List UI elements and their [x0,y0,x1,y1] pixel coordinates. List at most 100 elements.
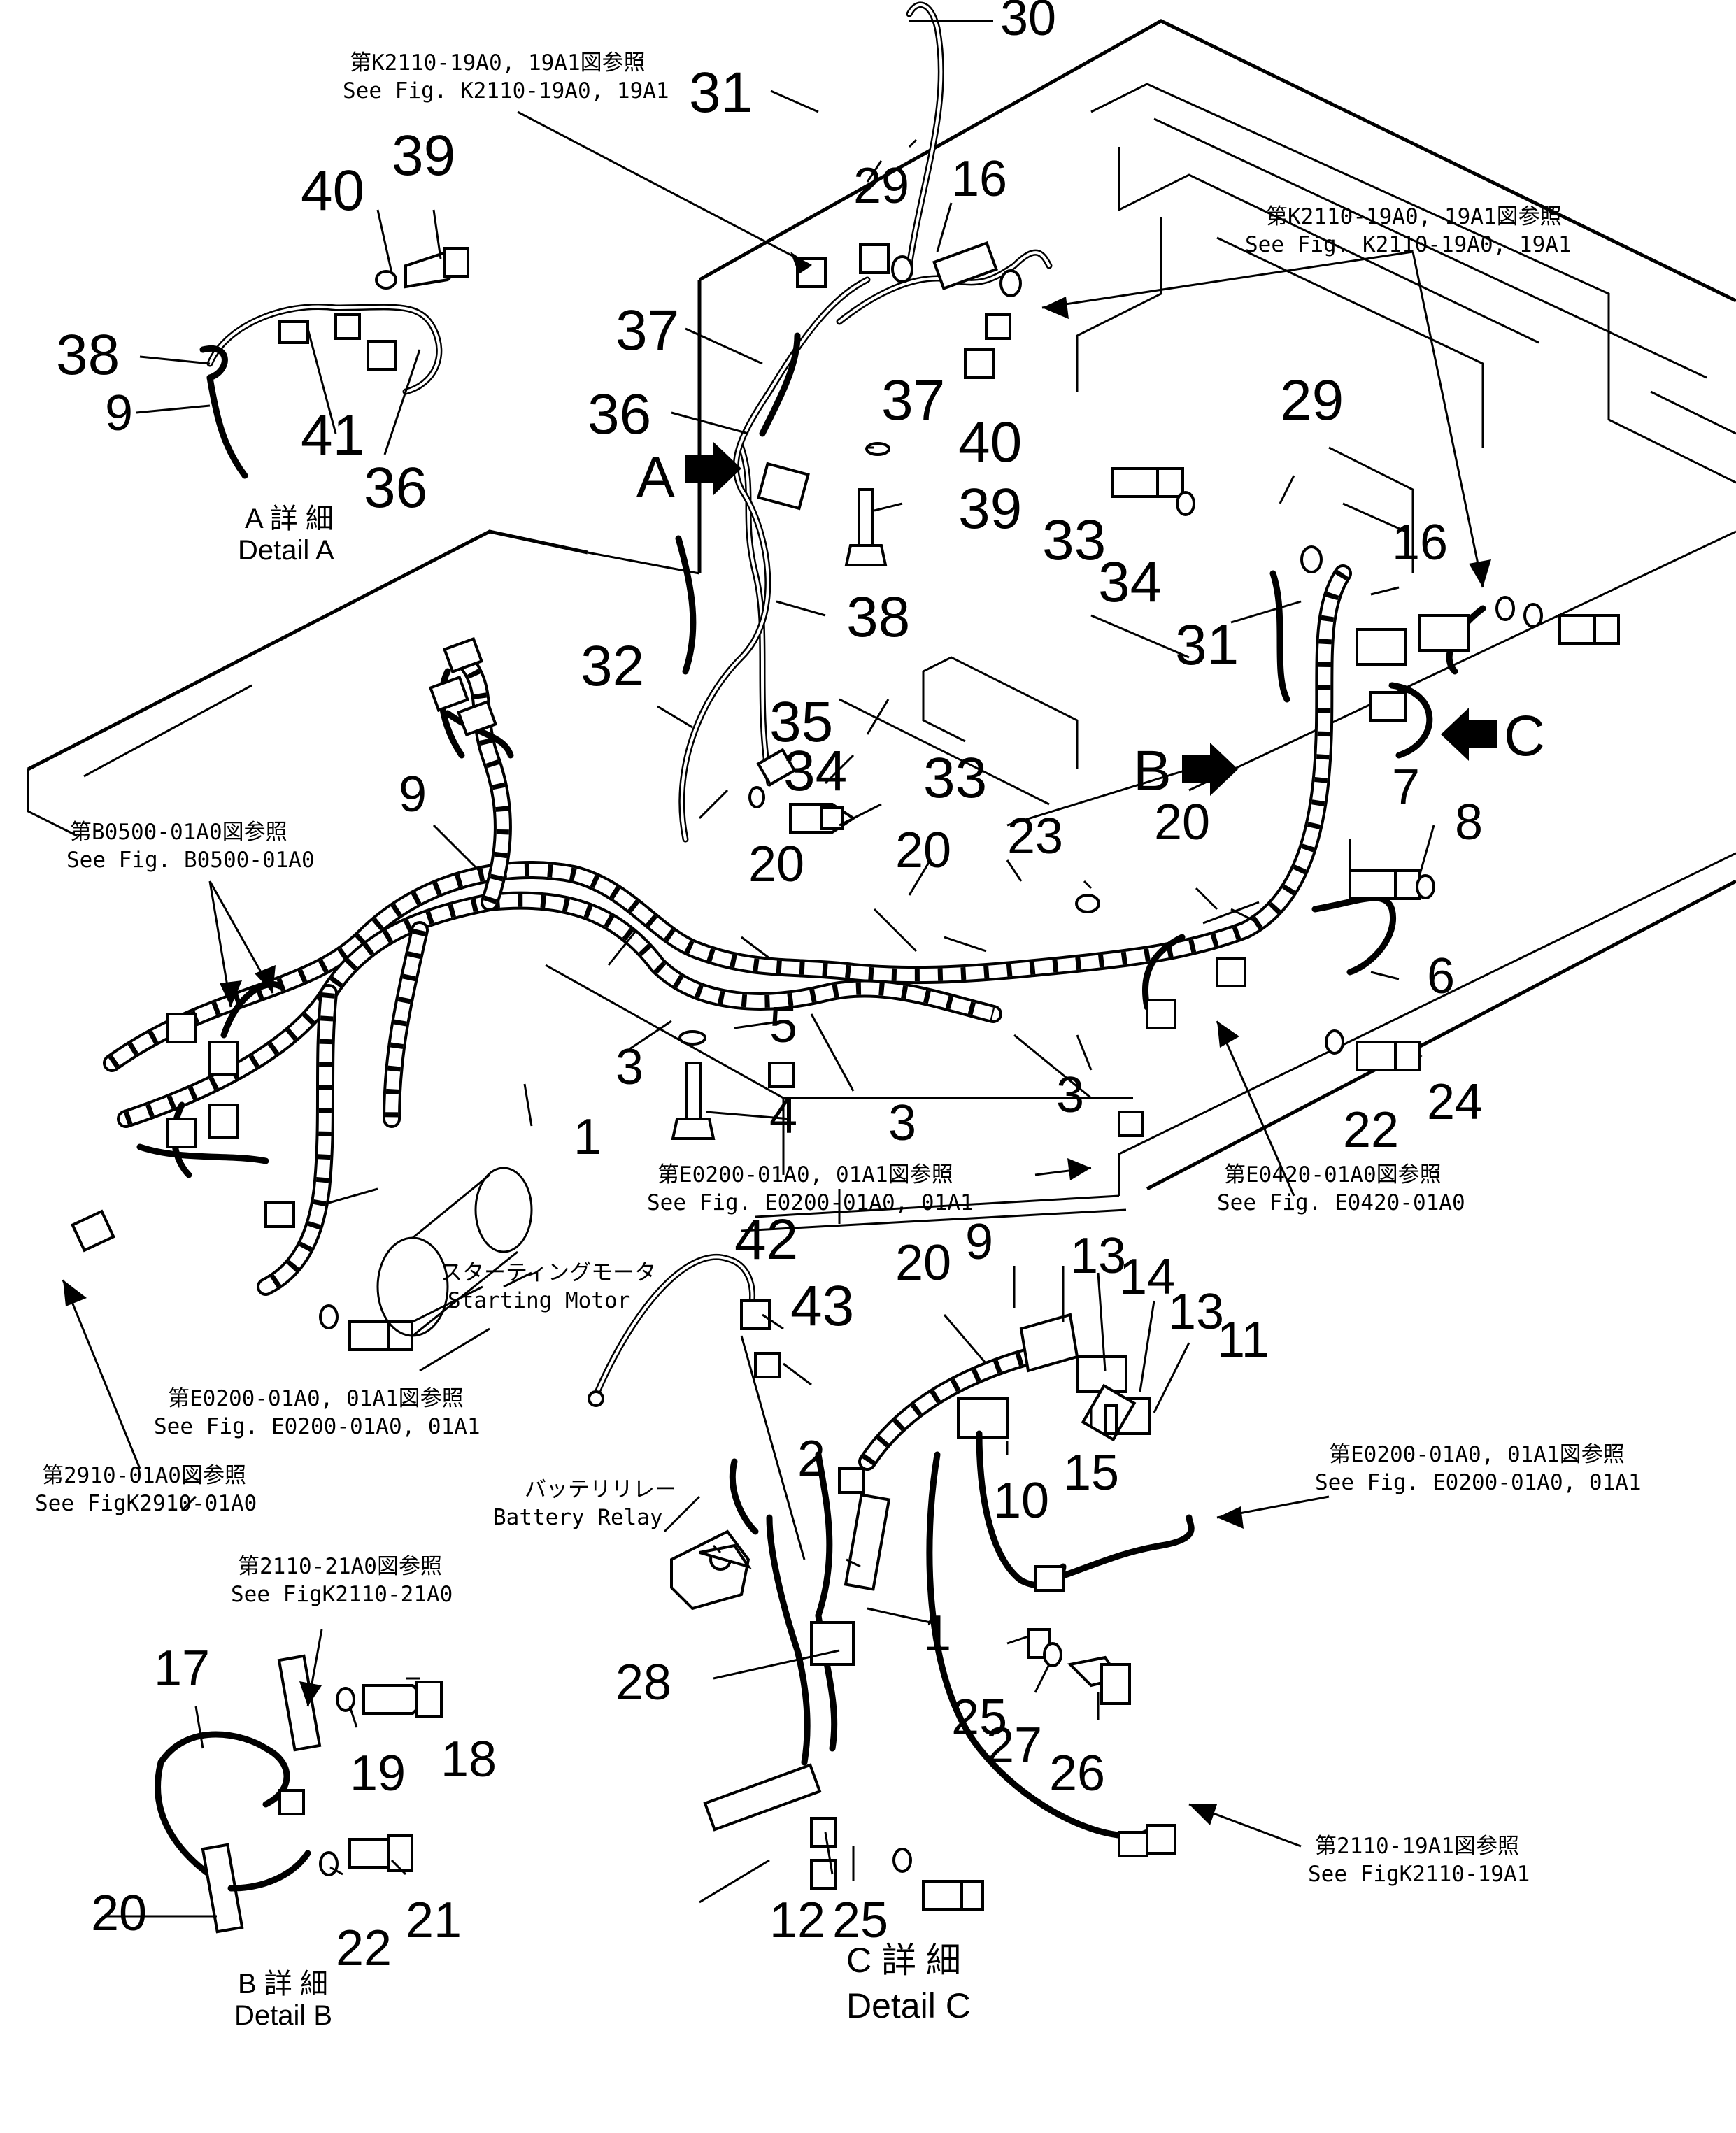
callout-20: 20 [1154,794,1210,850]
bolt-mid-right-icon [1558,614,1620,645]
callout-2: 2 [797,1431,825,1487]
bolt-4-icon [671,1062,716,1140]
callout-36: 36 [364,456,427,520]
main-harness [103,564,1352,1296]
callout-37: 37 [616,299,679,362]
callout-20: 20 [895,1235,951,1291]
reference-captions: 第K2110-19A0, 19A1図参照 See Fig. K2110-19A0… [35,50,1642,1887]
starting-motor-icon [376,1167,533,1337]
washer-34-icon [1176,491,1195,516]
callout-41: 41 [301,404,364,467]
callout-15: 15 [1063,1445,1119,1501]
ref-k2910-en: See FigK2910-01A0 [35,1491,257,1516]
callout-31: 31 [1175,613,1239,677]
ref-e0200-right-jp: 第E0200-01A0, 01A1図参照 [1329,1442,1625,1467]
ref-k2110-right-en: See Fig. K2110-19A0, 19A1 [1245,232,1572,257]
callout-8: 8 [1455,794,1483,850]
callout-34: 34 [783,739,847,803]
callout-39: 39 [958,477,1022,541]
ref-b0500-en: See Fig. B0500-01A0 [66,848,315,873]
callout-33: 33 [923,746,987,810]
callout-16: 16 [1392,515,1448,571]
callout-3: 3 [1056,1067,1084,1123]
callout-16: 16 [951,151,1007,207]
ref-k2110-top-en: See Fig. K2110-19A0, 19A1 [343,78,669,104]
callout-21: 21 [406,1892,462,1948]
callout-5: 5 [769,997,797,1053]
ref-e0200-mid-jp: 第E0200-01A0, 01A1図参照 [657,1162,953,1187]
component-captions: スターティングモータ Starting Motor バッテリリレー Batter… [441,1260,676,1530]
bolt-39-icon [844,488,888,566]
view-arrow-letters: A B C [636,445,1545,803]
callout-39: 39 [392,124,455,187]
reference-arrows [62,110,1491,1848]
callout-35: 35 [769,690,833,754]
arrow-c-label: C [1504,704,1545,768]
callout-27: 27 [986,1718,1042,1774]
callout-19: 19 [350,1746,406,1802]
callout-23: 23 [1007,808,1063,864]
ref-k2110-21-en: See FigK2110-21A0 [231,1582,453,1607]
ref-k2910-jp: 第2910-01A0図参照 [42,1463,246,1488]
connector-parts [71,241,1620,1351]
callout-14: 14 [1119,1249,1175,1305]
callout-6: 6 [1427,948,1455,1004]
callout-20: 20 [748,836,804,892]
ref-b0500-jp: 第B0500-01A0図参照 [70,820,287,845]
ref-k2110-top-jp: 第K2110-19A0, 19A1図参照 [350,50,646,76]
detail-b-jp: B 詳 細 [238,1969,328,1999]
callout-31: 31 [689,61,753,124]
callout-34: 34 [1098,550,1162,614]
callout-40: 40 [301,159,364,222]
ref-k2110-21-jp: 第2110-21A0図参照 [238,1554,442,1579]
callout-25: 25 [951,1690,1007,1746]
leader-lines [105,20,1435,1918]
callout-38: 38 [846,585,910,649]
ref-e0420-jp: 第E0420-01A0図参照 [1224,1162,1442,1187]
callout-10: 10 [993,1473,1049,1529]
callout-13: 13 [1070,1228,1126,1284]
callout-37: 37 [881,369,945,432]
ref-e0200-mid-en: See Fig. E0200-01A0, 01A1 [647,1190,974,1215]
callout-25: 25 [832,1892,888,1948]
callout-18: 18 [441,1732,497,1788]
battery-relay-en: Battery Relay [493,1505,663,1530]
detail-captions: A 詳 細 Detail A B 詳 細 Detail B C 詳 細 Deta… [234,504,971,2031]
ref-e0200-left-jp: 第E0200-01A0, 01A1図参照 [168,1386,464,1411]
ref-k2110-19a1-en: See FigK2110-19A1 [1308,1862,1530,1887]
detail-c-jp: C 詳 細 [846,1941,961,1980]
callout-13: 13 [1168,1284,1224,1340]
callout-32: 32 [581,634,644,698]
callout-1: 1 [923,1606,951,1662]
callout-17: 17 [154,1641,210,1697]
bolt-7-icon [1349,869,1421,900]
callout-40: 40 [958,411,1022,474]
ref-e0200-right-en: See Fig. E0200-01A0, 01A1 [1315,1470,1642,1495]
washer-8-icon [1416,874,1435,899]
arrow-b-icon [1182,743,1238,796]
battery-relay-jp: バッテリリレー [525,1477,676,1502]
callout-29: 29 [1280,369,1344,432]
detail-c-drawing [588,1254,1195,1911]
callout-20: 20 [91,1885,147,1941]
part-number-labels: 30 31 29 16 37 37 36 40 39 38 32 35 34 3… [56,0,1483,1976]
callout-29: 29 [853,158,909,214]
machine-frame-outline [27,19,1736,1232]
arrow-c-icon [1441,708,1497,761]
ref-k2110-right-jp: 第K2110-19A0, 19A1図参照 [1266,204,1562,229]
arrow-a-icon [685,442,741,495]
callout-1: 1 [574,1109,602,1165]
callout-20: 20 [895,822,951,878]
callout-42: 42 [734,1208,798,1271]
arrow-a-label: A [636,445,675,509]
starting-motor-jp: スターティングモータ [441,1260,656,1285]
ref-e0420-en: See Fig. E0420-01A0 [1217,1190,1465,1215]
detail-a-drawing [199,247,469,479]
view-arrows [685,442,1497,796]
bolt-33-icon [1111,467,1184,498]
detail-a-en: Detail A [238,535,334,566]
callout-33: 33 [1042,508,1106,572]
callout-28: 28 [616,1655,671,1711]
callout-7: 7 [1392,759,1420,815]
